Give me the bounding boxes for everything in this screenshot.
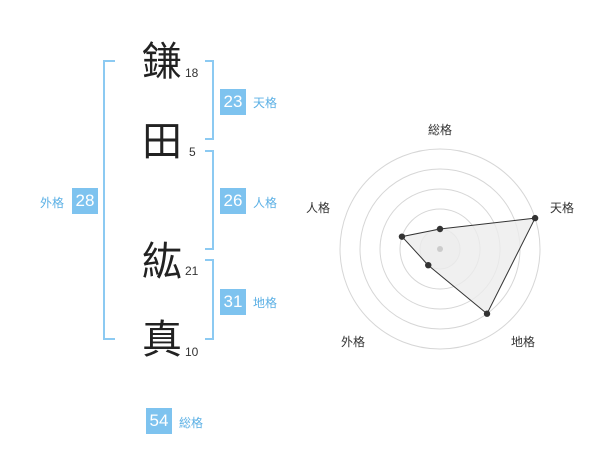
name-char-1: 鎌 <box>142 39 182 85</box>
radar-axis-label-5: 人格 <box>305 201 331 215</box>
gaikaku-bracket <box>103 60 115 340</box>
tenkaku-bracket <box>205 60 214 140</box>
radar-center-dot <box>437 246 443 252</box>
jinkaku-bracket <box>205 150 214 250</box>
tenkaku-label: 天格 <box>253 96 278 110</box>
stroke-count-3: 21 <box>185 264 199 278</box>
gaikaku-value: 28 <box>72 188 98 214</box>
radar-axis-label-1: 総格 <box>427 123 453 137</box>
tenkaku-value: 23 <box>220 89 246 115</box>
radar-point-2 <box>531 214 539 222</box>
stroke-count-1: 18 <box>185 66 199 80</box>
gaikaku-label: 外格 <box>40 196 65 210</box>
radar-point-5 <box>398 233 406 240</box>
radar-score-polygon <box>401 217 536 315</box>
stroke-count-4: 10 <box>185 345 199 359</box>
radar-point-4 <box>425 261 432 269</box>
radar-point-1 <box>436 225 444 233</box>
soukaku-value: 54 <box>146 408 172 434</box>
chikaku-label: 地格 <box>253 296 278 310</box>
chikaku-bracket <box>205 259 214 340</box>
radar-ring-5 <box>339 148 541 350</box>
name-char-4: 真 <box>142 317 182 363</box>
name-char-3: 紘 <box>142 239 182 285</box>
radar-axis-label-4: 外格 <box>340 335 366 349</box>
chikaku-value: 31 <box>220 289 246 315</box>
radar-axis-label-3: 地格 <box>510 335 536 349</box>
radar-point-3 <box>483 310 491 317</box>
radar-axis-label-2: 天格 <box>549 201 575 215</box>
name-char-2: 田 <box>142 119 182 165</box>
soukaku-label: 総格 <box>179 416 204 430</box>
jinkaku-label: 人格 <box>253 196 278 210</box>
jinkaku-value: 26 <box>220 188 246 214</box>
stroke-count-2: 5 <box>189 145 196 159</box>
